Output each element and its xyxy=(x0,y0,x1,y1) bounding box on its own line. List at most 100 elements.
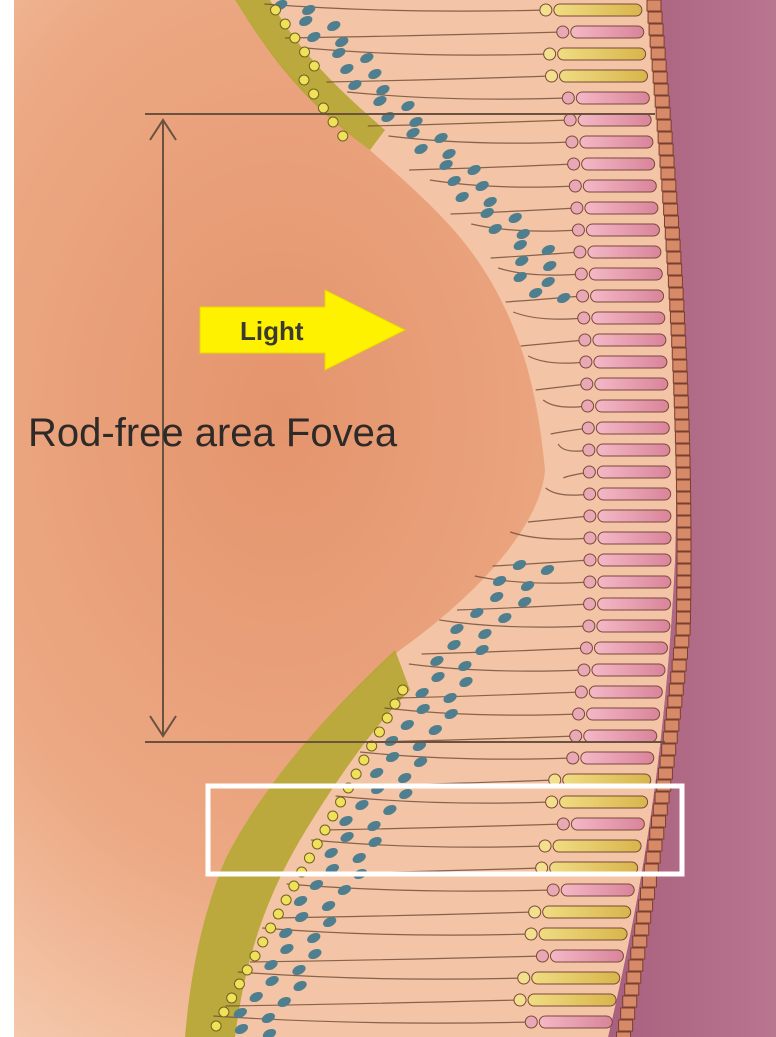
pigment-epithelium-cell xyxy=(649,24,663,35)
pigment-epithelium-cell xyxy=(677,504,691,515)
cone-outer-segment xyxy=(598,510,671,522)
rod-outer-segment xyxy=(560,796,648,808)
pigment-epithelium-cell xyxy=(677,564,691,575)
cone-cell-body xyxy=(570,730,582,742)
pigment-epithelium-cell xyxy=(668,696,682,707)
cone-outer-segment xyxy=(586,224,659,236)
pigment-epithelium-cell xyxy=(671,672,685,683)
ganglion-cell xyxy=(234,979,244,989)
ganglion-cell xyxy=(374,727,384,737)
pigment-epithelium-cell xyxy=(639,900,653,911)
pigment-epithelium-cell xyxy=(662,744,676,755)
ganglion-cell xyxy=(289,881,299,891)
pigment-epithelium-cell xyxy=(668,264,682,275)
pigment-epithelium-cell xyxy=(676,612,690,623)
cone-cell-body xyxy=(584,576,596,588)
cone-outer-segment xyxy=(585,202,658,214)
ganglion-cell xyxy=(309,61,319,71)
pigment-epithelium-cell xyxy=(625,984,639,995)
cone-outer-segment xyxy=(571,26,644,38)
cone-cell-body xyxy=(564,114,576,126)
pigment-epithelium-cell xyxy=(661,168,675,179)
pigment-epithelium-cell xyxy=(673,360,687,371)
cone-cell-body xyxy=(578,664,590,676)
pigment-epithelium-cell xyxy=(677,600,691,611)
ganglion-cell xyxy=(351,769,361,779)
cone-cell-body xyxy=(574,246,586,258)
rod-cell-body xyxy=(540,4,552,16)
cone-outer-segment xyxy=(587,708,660,720)
ganglion-cell xyxy=(338,131,348,141)
pigment-epithelium-cell xyxy=(662,180,676,191)
cone-cell-body xyxy=(547,884,559,896)
cone-outer-segment xyxy=(598,576,671,588)
pigment-epithelium-cell xyxy=(677,576,691,587)
rod-outer-segment xyxy=(558,48,646,60)
cone-outer-segment xyxy=(550,950,623,962)
pigment-epithelium-cell xyxy=(648,12,662,23)
cone-outer-segment xyxy=(588,246,661,258)
cone-outer-segment xyxy=(581,752,654,764)
pigment-epithelium-cell xyxy=(659,144,673,155)
cone-cell-body xyxy=(584,488,596,500)
cone-outer-segment xyxy=(571,818,644,830)
pigment-epithelium-cell xyxy=(621,1008,635,1019)
cone-outer-segment xyxy=(561,884,634,896)
pigment-epithelium-cell xyxy=(665,228,679,239)
ganglion-cell xyxy=(318,103,328,113)
rod-cell-body xyxy=(546,70,558,82)
cone-cell-body xyxy=(569,180,581,192)
pigment-epithelium-cell xyxy=(652,60,666,71)
pigment-epithelium-cell xyxy=(672,660,686,671)
cone-outer-segment xyxy=(595,378,668,390)
cone-outer-segment xyxy=(584,730,657,742)
pigment-epithelium-cell xyxy=(654,84,668,95)
pigment-epithelium-cell xyxy=(670,312,684,323)
pigment-epithelium-cell xyxy=(672,336,686,347)
cone-outer-segment xyxy=(598,554,671,566)
cone-cell-body xyxy=(571,202,583,214)
cone-cell-body xyxy=(583,620,595,632)
cone-cell-body xyxy=(583,444,595,456)
ganglion-cell xyxy=(250,951,260,961)
cone-cell-body xyxy=(580,642,592,654)
cone-outer-segment xyxy=(589,268,662,280)
cone-outer-segment xyxy=(598,598,671,610)
pigment-epithelium-cell xyxy=(646,852,660,863)
pigment-epithelium-cell xyxy=(647,0,661,11)
cone-outer-segment xyxy=(592,312,665,324)
pigment-epithelium-cell xyxy=(631,948,645,959)
cone-cell-body xyxy=(579,334,591,346)
pigment-epithelium-cell xyxy=(674,384,688,395)
cone-cell-body xyxy=(580,356,592,368)
pigment-epithelium-cell xyxy=(642,876,656,887)
cone-outer-segment xyxy=(594,356,667,368)
cone-outer-segment xyxy=(592,664,665,676)
pigment-epithelium-cell xyxy=(676,480,690,491)
ganglion-cell xyxy=(242,965,252,975)
pigment-epithelium-cell xyxy=(676,444,690,455)
rod-cell-body xyxy=(544,48,556,60)
pigment-epithelium-cell xyxy=(617,1032,631,1037)
pigment-epithelium-cell xyxy=(651,48,665,59)
cone-cell-body xyxy=(584,510,596,522)
ganglion-cell xyxy=(398,685,408,695)
cone-outer-segment xyxy=(580,136,653,148)
rod-outer-segment xyxy=(554,4,642,16)
ganglion-cell xyxy=(290,33,300,43)
ganglion-cell xyxy=(271,5,281,15)
pigment-epithelium-cell xyxy=(658,132,672,143)
pigment-epithelium-cell xyxy=(650,828,664,839)
rod-free-area-fovea-label: Rod-free area Fovea xyxy=(28,411,398,455)
ganglion-cell xyxy=(328,811,338,821)
left-margin xyxy=(0,0,14,1037)
rod-cell-body xyxy=(518,972,530,984)
rod-cell-body xyxy=(539,840,551,852)
pigment-epithelium-cell xyxy=(664,216,678,227)
cone-outer-segment xyxy=(578,114,651,126)
cone-cell-body xyxy=(575,268,587,280)
rod-outer-segment xyxy=(532,972,620,984)
pigment-epithelium-cell xyxy=(619,1020,633,1031)
pigment-epithelium-cell xyxy=(677,492,691,503)
